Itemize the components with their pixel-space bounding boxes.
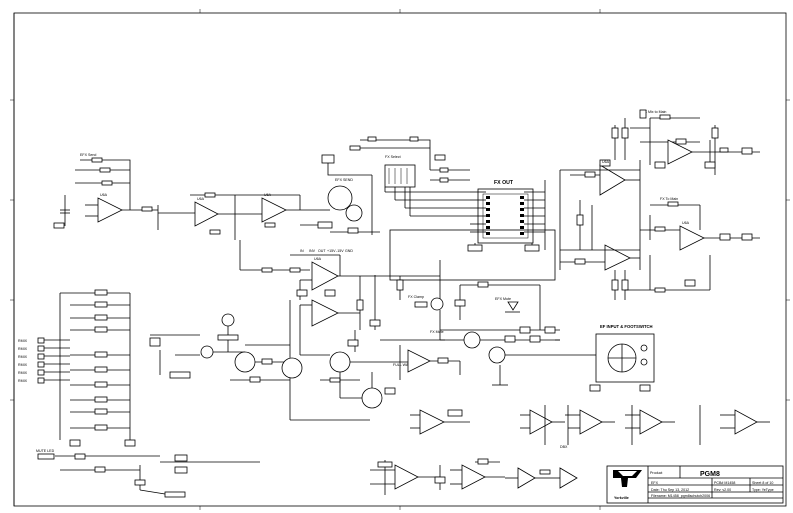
sheet-rev: Rev: v2.00 — [714, 488, 731, 492]
opamp-ref-3: U6A — [264, 193, 272, 197]
opamp-mix-2 — [599, 164, 626, 196]
opamp-mix-4 — [604, 244, 631, 271]
efx-send-section: EFX Send — [53, 153, 333, 240]
opamp-ref-5: U6A — [602, 160, 610, 164]
transistor-mute-2 — [488, 346, 506, 364]
mute-led-label: MUTE LED — [36, 449, 55, 453]
pin-label-4: +15V — [327, 249, 336, 253]
opamp-mix-3 — [679, 225, 705, 251]
fx-clamp-label: FX Clamp — [408, 295, 424, 299]
sheet-date: Date: Thu Sep 13, 2012 — [651, 488, 689, 492]
opamp-full-wave — [407, 349, 431, 373]
opamp-ref-1: U6A — [100, 193, 108, 197]
opamp-efx-send-1 — [97, 197, 123, 223]
opamp-efx-send-2 — [194, 201, 219, 227]
yorkville-logo: Yorkville — [613, 470, 642, 500]
fx-out-connector: FX OUT — [467, 180, 546, 252]
sheet-number: Sheet 8 of 10 — [752, 481, 773, 485]
dbx-label: DBX — [560, 445, 568, 449]
rmix-label-6: RMIX — [18, 379, 28, 383]
fx-clamp-section: FX Clamp EFX Mute FX Mute — [408, 281, 590, 386]
sheet-title: EFX — [651, 481, 659, 485]
efx-mix-section: EFX Mix to Main FX To Main — [559, 109, 760, 300]
rmix-inputs: RMIX RMIX RMIX RMIX RMIX RMIX — [18, 337, 70, 384]
rmix-label-3: RMIX — [18, 355, 28, 359]
fx-select-label: FX Select — [385, 155, 401, 159]
opamp-ref-6: U6A — [682, 221, 690, 225]
rmix-label-2: RMIX — [18, 347, 28, 351]
pin-label-3: OUT — [318, 249, 326, 253]
pin-label-5: -15V — [336, 249, 344, 253]
opamp-return-1 — [311, 261, 339, 291]
opamp-efx-send-3 — [261, 197, 287, 223]
fx-mix-to-main-label: EFX Mix to Main — [640, 110, 666, 114]
ef-input-footswitch-label: EF INPUT & FOOTSWITCH — [600, 324, 653, 329]
fx-bus-loop — [389, 229, 556, 281]
fx-out-label: FX OUT — [494, 180, 514, 186]
transistor-insert-1 — [234, 351, 256, 373]
efx-send2-section: EFX SEND — [320, 136, 431, 235]
pin-label-6: GND — [345, 249, 353, 253]
insert-jack-section — [149, 313, 303, 383]
dbx-section: DBX — [520, 405, 770, 449]
sheet-filename: Filename: M1458_pgm8schutch2006 — [651, 494, 710, 498]
fx-to-main-label: FX To Main — [660, 197, 678, 201]
fx-return-section — [239, 240, 441, 421]
rmix-label-5: RMIX — [18, 371, 28, 375]
fx-mute-label: FX Mute — [430, 330, 444, 334]
fx-select-switch: FX Select — [384, 150, 470, 217]
sheet-type: Type: YeType — [752, 488, 774, 492]
efx-send2-label: EFX SEND — [335, 178, 353, 182]
efx-mute-label: EFX Mute — [495, 297, 511, 301]
pin-label-2: INV — [309, 249, 316, 253]
logo-text: Yorkville — [614, 496, 629, 500]
footswitch-section: EF INPUT & FOOTSWITCH — [589, 324, 655, 392]
pcb-number: PCB# M1458 — [714, 481, 735, 485]
opamp-return-2 — [311, 299, 339, 327]
pin-label-1: IN — [300, 249, 304, 253]
title-block: Yorkville Product PGM8 EFX PCB# M1458 Sh… — [606, 465, 784, 504]
opamp-ref-4: U6A — [314, 257, 322, 261]
product-name: PGM8 — [700, 471, 720, 478]
border-ticks — [10, 9, 790, 510]
efx-send-label: EFX Send — [80, 153, 96, 157]
rmix-label-4: RMIX — [18, 363, 28, 367]
opamp-lower-mid — [410, 409, 470, 435]
opamp-mix-1 — [667, 139, 693, 165]
efx-send-pot — [327, 185, 353, 211]
full-wave-label: FULL WAVE — [393, 363, 413, 367]
product-label: Product — [650, 471, 662, 475]
rmix-ladder: RMIX RMIX RMIX RMIX RMIX RMIX — [18, 289, 136, 447]
mute-led-section: MUTE LED — [36, 449, 260, 498]
transistor-insert-2 — [281, 357, 303, 379]
rmix-label-1: RMIX — [18, 339, 28, 343]
opamp-ref-2: U6A — [197, 197, 205, 201]
full-wave-section: FULL WAVE — [300, 330, 461, 409]
transistor-mute-1 — [463, 331, 481, 349]
bottom-mid-section — [370, 458, 578, 495]
